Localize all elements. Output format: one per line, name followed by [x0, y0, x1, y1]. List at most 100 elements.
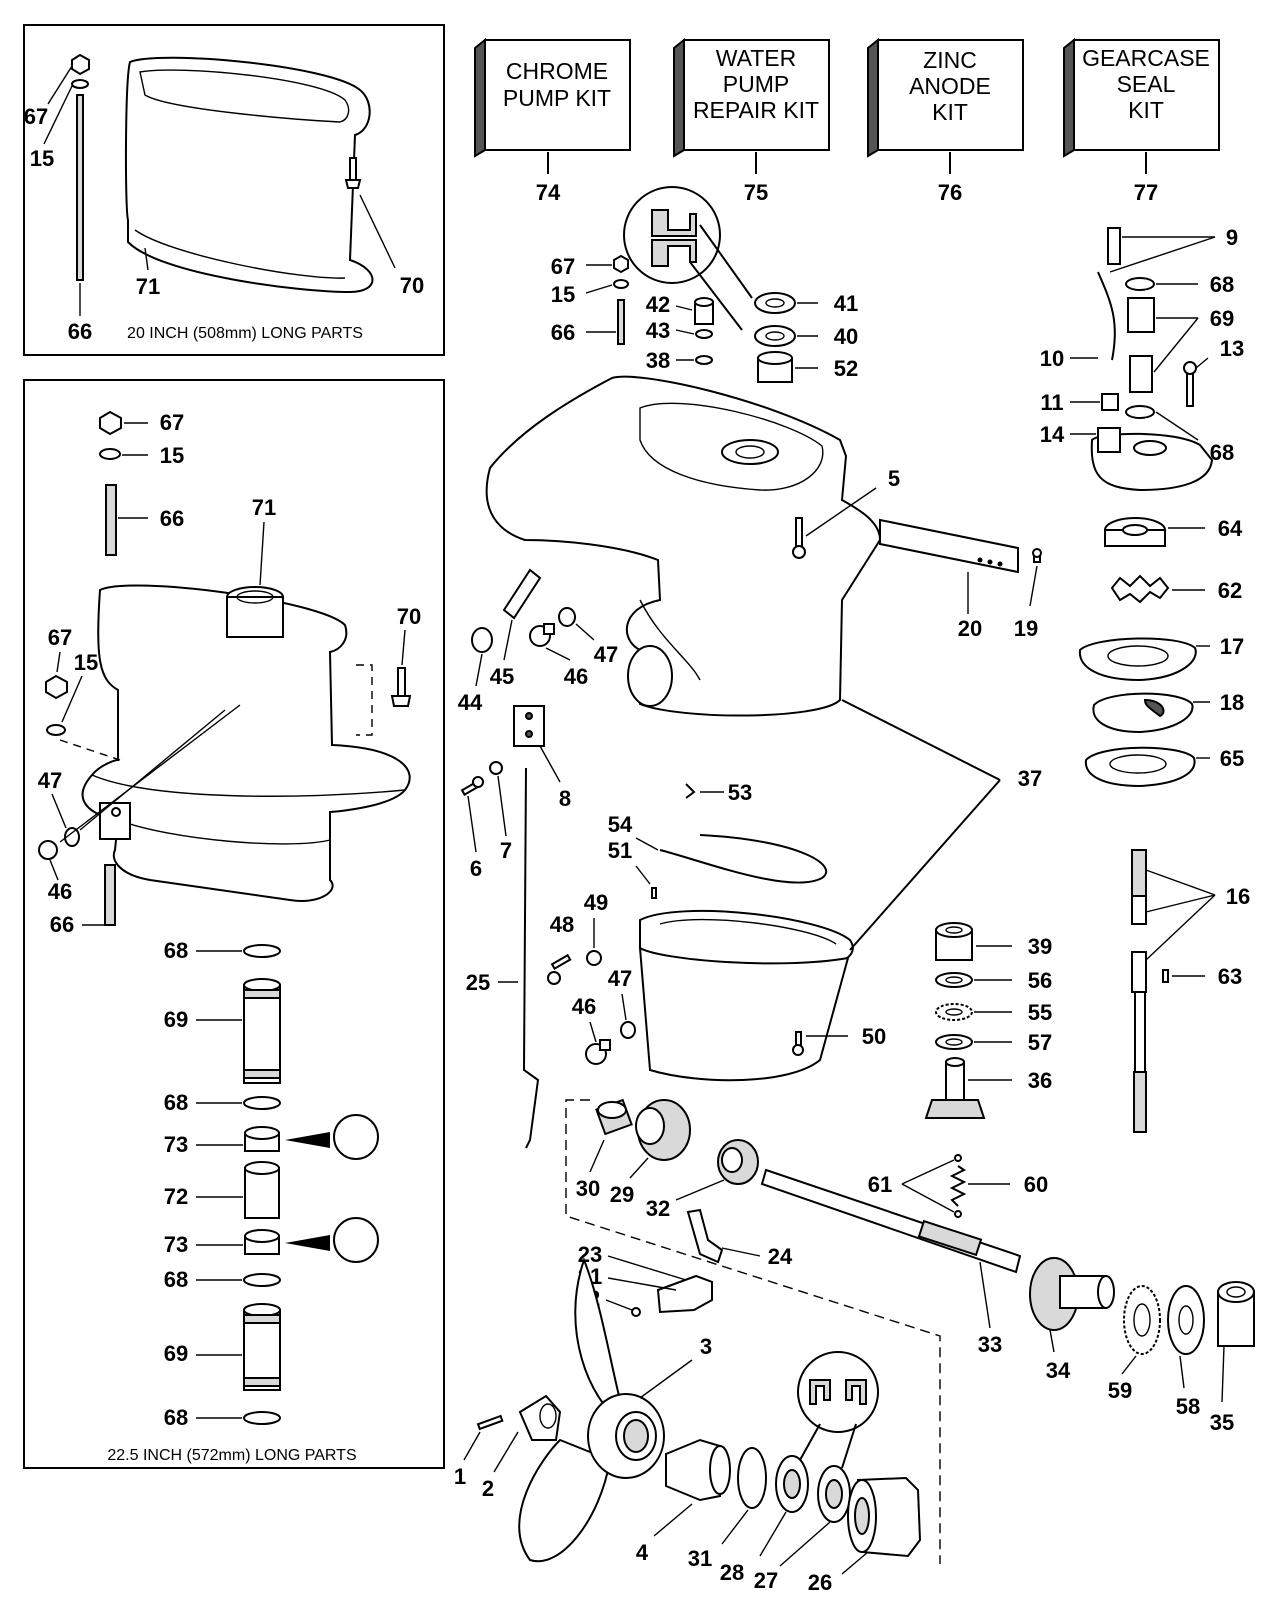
callout-46: 46 [564, 664, 588, 689]
callout-55: 55 [1028, 1000, 1052, 1025]
kit-box-chrome-pump: CHROME PUMP KIT 74 [474, 37, 631, 205]
callout-74: 74 [536, 180, 561, 205]
tube-10 [1097, 271, 1116, 361]
callout-66: 66 [551, 320, 575, 345]
screw-48 [550, 953, 572, 970]
thrust-washer-58 [1167, 1285, 1205, 1355]
callout-66: 66 [50, 912, 74, 937]
driveshaft-housing-37 [485, 375, 882, 717]
gasket-65 [1084, 746, 1196, 788]
callout-47: 47 [594, 642, 618, 667]
callout-50: 50 [862, 1024, 886, 1049]
callout-59: 59 [1108, 1378, 1132, 1403]
callout-4: 4 [636, 1540, 649, 1565]
callout-37: 37 [1018, 766, 1042, 791]
callout-34: 34 [1046, 1358, 1071, 1383]
callout-58: 58 [1176, 1394, 1200, 1419]
grommet-11 [1101, 393, 1119, 411]
callout-72: 72 [164, 1184, 188, 1209]
callout-70: 70 [397, 604, 421, 629]
callout-67: 67 [551, 254, 575, 279]
o-ring-47 [558, 607, 576, 627]
kit-label-line: CHROME [506, 58, 608, 84]
impeller-62 [1110, 574, 1170, 604]
callout-32: 32 [646, 1196, 670, 1221]
washer-43 [695, 329, 713, 339]
callout-52: 52 [834, 356, 858, 381]
kit-label-line: ANODE [909, 73, 991, 99]
washer-15 [613, 279, 629, 289]
o-ring-68 [243, 1273, 281, 1287]
nut-67 [45, 674, 68, 700]
kit-label-line: SEAL [1117, 71, 1176, 97]
callout-2: 2 [482, 1476, 494, 1501]
pin-22 [631, 1307, 641, 1317]
seal-detail-circle [797, 1351, 879, 1433]
inset-20-inch: 67 15 71 70 66 20 INCH (508mm) LONG PART… [23, 24, 445, 356]
callout-19: 19 [1014, 616, 1038, 641]
callout-68: 68 [164, 1090, 188, 1115]
callout-46: 46 [48, 879, 72, 904]
seal-41 [754, 292, 796, 314]
washer-56 [935, 972, 973, 988]
detail-circle [333, 1217, 379, 1263]
callout-20: 20 [958, 616, 982, 641]
detail-circle [333, 1114, 379, 1160]
propeller-group: 1 2 3 4 31 28 27 [454, 1257, 922, 1595]
kit-label-line: GEARCASE [1082, 45, 1210, 71]
driveshaft-16 [1131, 849, 1147, 897]
callout-67: 67 [48, 625, 72, 650]
callout-15: 15 [30, 146, 54, 171]
callout-69: 69 [164, 1341, 188, 1366]
gearcase-lower [638, 946, 850, 1082]
anode-20 [879, 518, 1019, 574]
callout-43: 43 [646, 318, 670, 343]
callout-68: 68 [164, 1267, 188, 1292]
kit-label-line: PUMP KIT [503, 85, 611, 111]
callout-75: 75 [744, 180, 768, 205]
nut-67 [613, 254, 629, 274]
sleeve-72 [244, 1167, 280, 1219]
callout-63: 63 [1218, 964, 1242, 989]
cap-44 [471, 627, 493, 653]
callout-65: 65 [1220, 746, 1244, 771]
callout-11: 11 [1040, 390, 1063, 415]
water-pump-assembly: 9 68 69 10 13 11 68 14 64 62 17 18 65 16… [1040, 225, 1250, 1133]
cotter-pin-1 [476, 1414, 504, 1431]
thrust-bearing-55 [935, 1003, 973, 1021]
o-ring-47 [64, 827, 80, 847]
callout-7: 7 [500, 838, 512, 863]
callout-68: 68 [1210, 440, 1234, 465]
callout-67: 67 [24, 104, 48, 129]
callout-1: 1 [454, 1464, 466, 1489]
kit-label-line: KIT [932, 99, 968, 125]
callout-67: 67 [160, 410, 184, 435]
stud-66 [104, 864, 116, 926]
callout-46: 46 [572, 994, 596, 1019]
callout-76: 76 [938, 180, 962, 205]
washer-15 [46, 724, 66, 736]
callout-49: 49 [584, 890, 608, 915]
callout-42: 42 [646, 292, 670, 317]
clip-53 [685, 783, 696, 799]
callout-8: 8 [559, 786, 571, 811]
gear-train: 30 29 32 33 60 61 24 23 21 22 [565, 1098, 1255, 1564]
callout-56: 56 [1028, 968, 1052, 993]
kit-box-zinc-anode: ZINC ANODE KIT 76 [867, 37, 1024, 205]
callout-29: 29 [610, 1182, 634, 1207]
water-tube-9 [1107, 227, 1121, 265]
callout-5: 5 [888, 466, 900, 491]
pin-63 [1162, 969, 1169, 983]
pin-51 [651, 887, 657, 899]
pin-45 [502, 568, 542, 620]
o-ring-47 [620, 1021, 636, 1039]
shift-lever-23 [656, 1274, 713, 1314]
inset-caption-20-inch: 20 INCH (508mm) LONG PARTS [127, 325, 363, 342]
o-ring-68 [243, 944, 281, 958]
plate-18 [1092, 692, 1194, 734]
callout-36: 36 [1028, 1068, 1052, 1093]
callout-51: 51 [608, 838, 632, 863]
thrust-hub-4 [665, 1438, 721, 1502]
kit-label-line: REPAIR KIT [693, 97, 819, 123]
